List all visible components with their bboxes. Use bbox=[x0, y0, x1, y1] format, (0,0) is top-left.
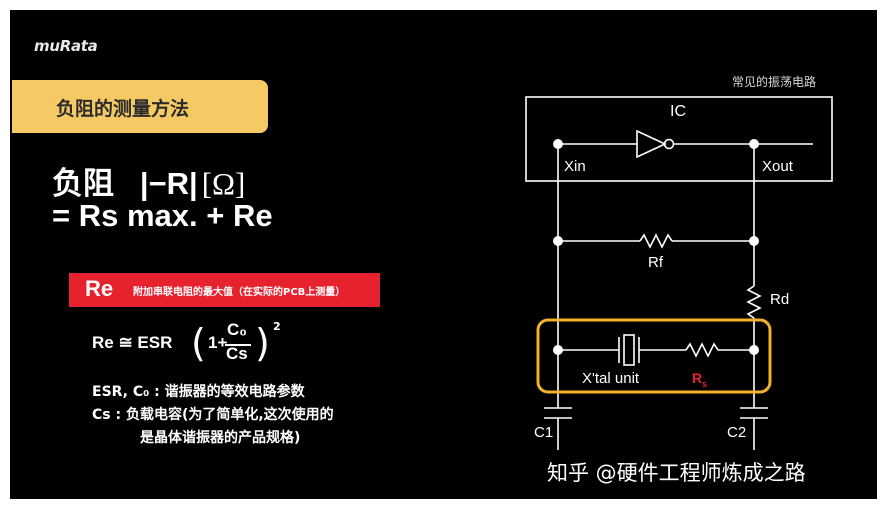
formula-exponent: 2 bbox=[273, 320, 281, 333]
equation-line-2: = Rs max. + Re bbox=[52, 198, 273, 233]
formula-close-paren: ) bbox=[255, 321, 270, 365]
murata-logo: muRata bbox=[34, 37, 98, 55]
slide: muRata 负阻的测量方法 负阻 |−R|[Ω] = Rs max. + Re… bbox=[10, 10, 877, 499]
xin-label: Xin bbox=[564, 158, 586, 175]
node-rf-right bbox=[749, 236, 759, 246]
rd-resistor bbox=[746, 285, 762, 319]
formula-open-paren: ( bbox=[191, 321, 206, 365]
definition-esr: ESR, C₀ : 谐振器的等效电路参数 bbox=[92, 384, 305, 400]
xtal-label: X'tal unit bbox=[582, 370, 640, 387]
c1-label: C1 bbox=[534, 424, 554, 441]
node-xout bbox=[749, 139, 759, 149]
section-title-bar: 负阻的测量方法 bbox=[12, 80, 268, 133]
node-xtal-left bbox=[553, 345, 563, 355]
equation-line-1: 负阻 |−R|[Ω] bbox=[52, 158, 245, 203]
formula-one-plus: 1+ bbox=[208, 333, 228, 352]
re-definition-banner: Re 附加串联电阻的最大值（在实际的PCB上测量） bbox=[69, 273, 380, 307]
equation-unit: [Ω] bbox=[201, 166, 246, 201]
ic-label: IC bbox=[670, 103, 686, 120]
rf-label: Rf bbox=[648, 254, 663, 271]
formula-numerator: C₀ bbox=[227, 320, 247, 339]
rs-resistor bbox=[685, 342, 719, 358]
equation-expr: |−R| bbox=[139, 166, 198, 201]
watermark: 知乎 @硬件工程师炼成之路 bbox=[547, 461, 806, 485]
rs-label: Rs bbox=[692, 370, 707, 389]
c2-label: C2 bbox=[727, 424, 747, 441]
node-xtal-right bbox=[749, 345, 759, 355]
re-formula: Re ≅ ESR ( 1+ C₀ Cs ) 2 bbox=[92, 320, 302, 383]
crystal-highlight-box bbox=[536, 318, 772, 394]
re-tag: Re bbox=[85, 276, 114, 301]
formula-fraction-bar bbox=[225, 344, 251, 346]
rf-resistor bbox=[639, 233, 673, 249]
equation-label: 负阻 bbox=[52, 166, 114, 201]
definition-cs: Cs : 负载电容(为了简单化,这次使用的 bbox=[92, 407, 334, 423]
inverter-symbol bbox=[636, 129, 667, 159]
oscillator-circuit-diagram bbox=[525, 96, 833, 450]
definitions: ESR, C₀ : 谐振器的等效电路参数 Cs : 负载电容(为了简单化,这次使… bbox=[92, 381, 334, 450]
node-rf-left bbox=[553, 236, 563, 246]
re-note: 附加串联电阻的最大值（在实际的PCB上测量） bbox=[133, 287, 346, 298]
section-title: 负阻的测量方法 bbox=[56, 98, 190, 120]
definition-cs-cont: 是晶体谐振器的产品规格) bbox=[140, 430, 301, 446]
xout-label: Xout bbox=[762, 158, 793, 175]
formula-lhs: Re ≅ ESR bbox=[92, 333, 173, 352]
node-xin bbox=[553, 139, 563, 149]
xtal-body bbox=[623, 334, 635, 366]
formula-denominator: Cs bbox=[226, 344, 248, 363]
rs-label-main: R bbox=[692, 370, 703, 386]
rs-label-sub: s bbox=[702, 378, 708, 389]
rd-label: Rd bbox=[770, 291, 790, 308]
inverter-bubble bbox=[663, 138, 675, 150]
circuit-title: 常见的振荡电路 bbox=[732, 75, 817, 89]
ic-box bbox=[525, 96, 833, 182]
